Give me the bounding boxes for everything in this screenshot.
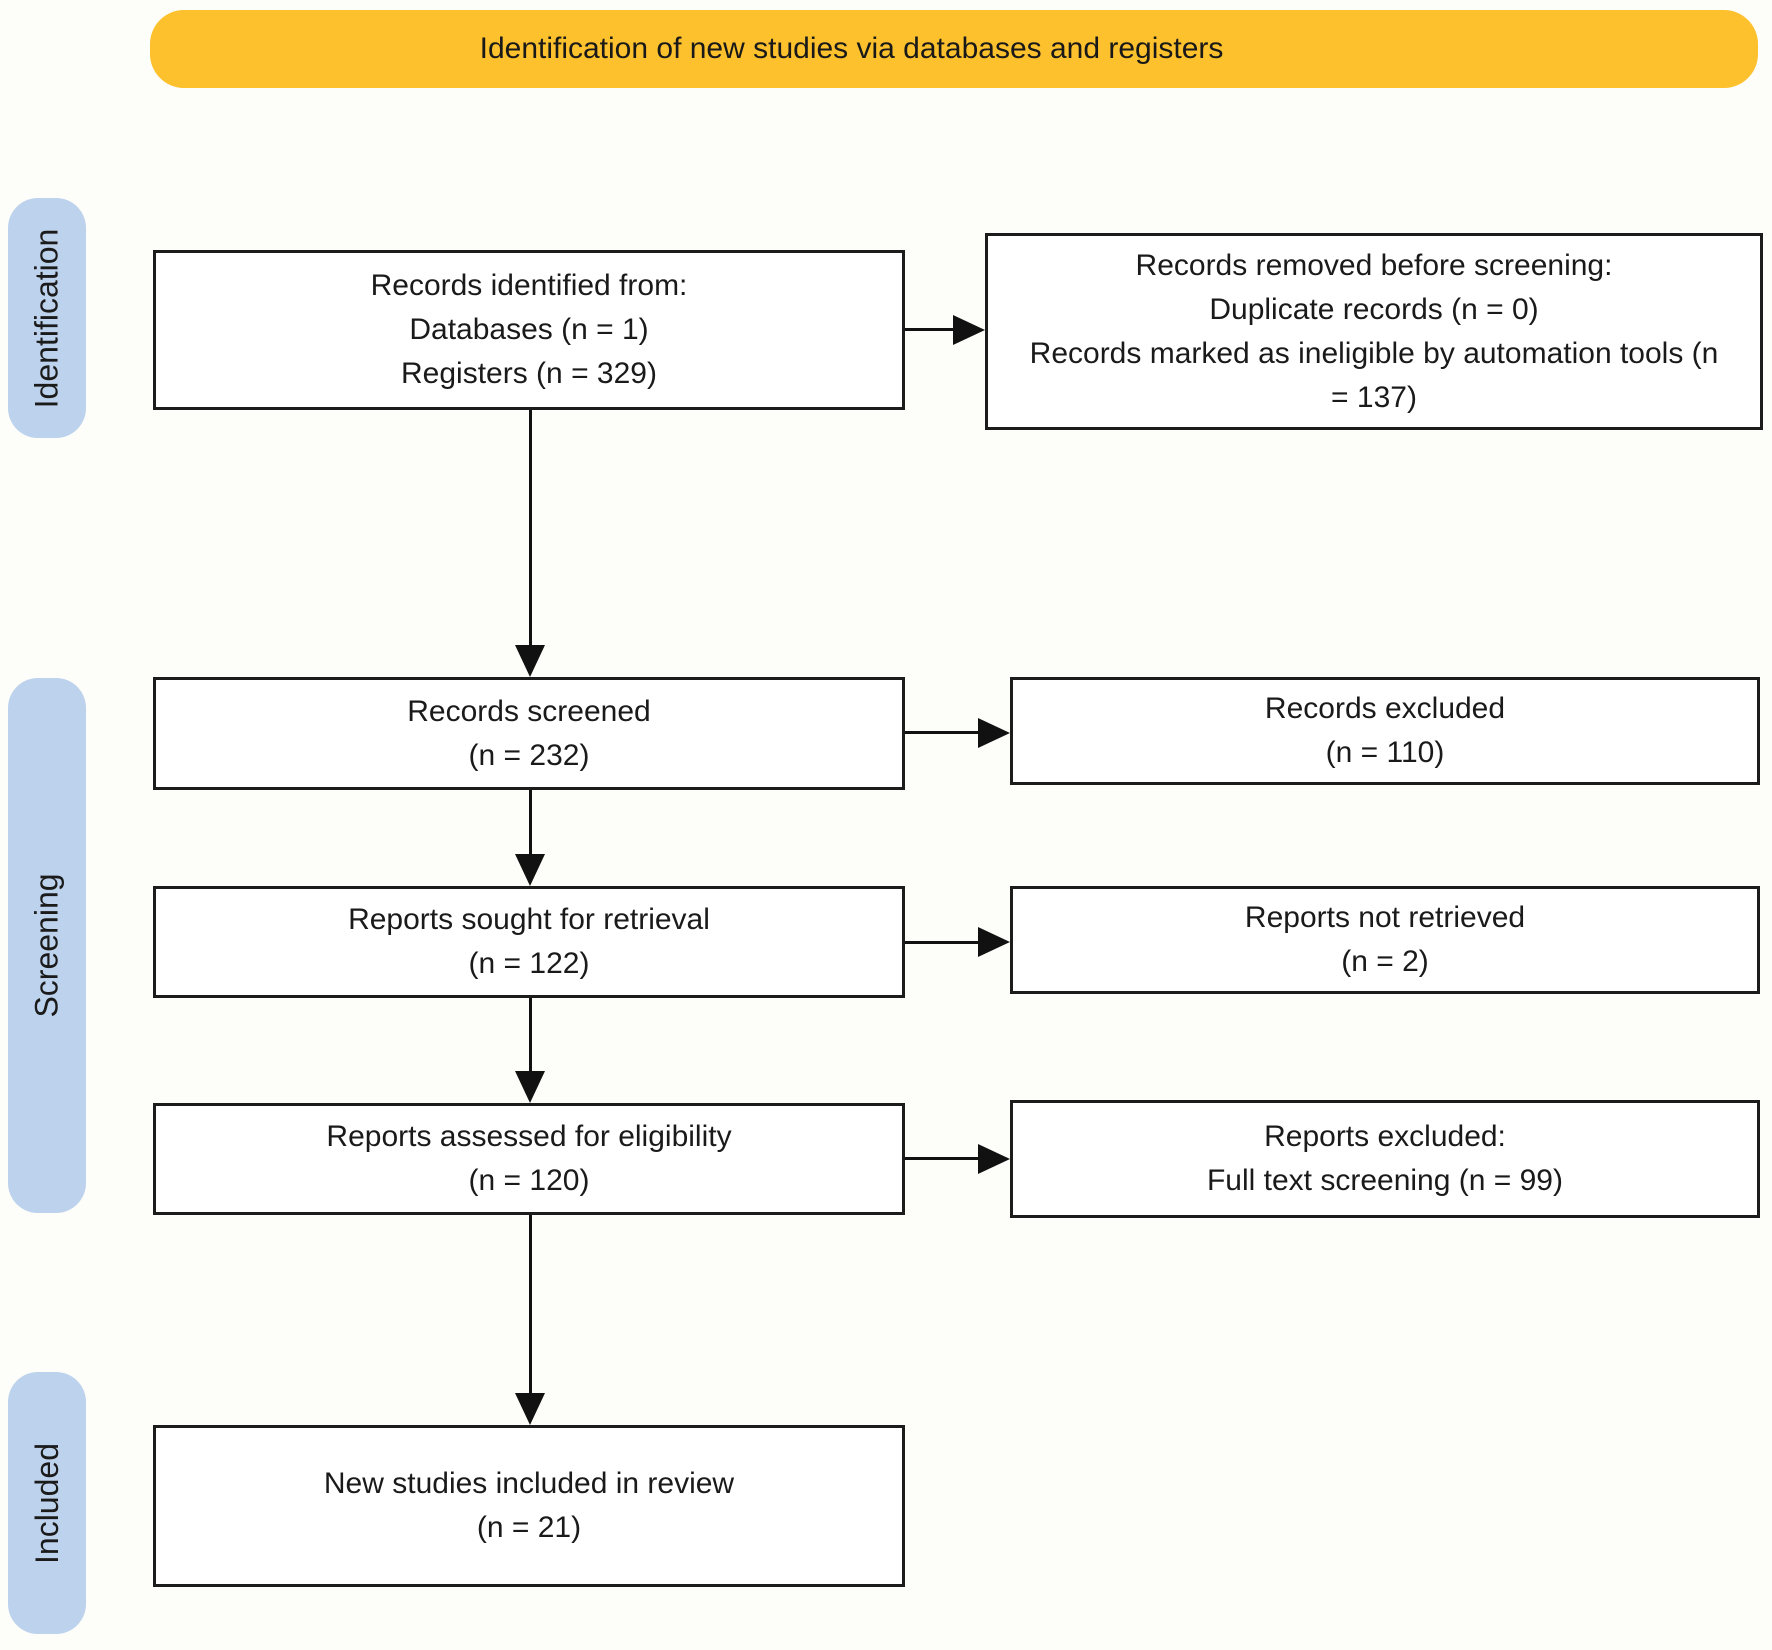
box-line: (n = 232) <box>468 738 590 772</box>
box-line: Databases (n = 1) <box>409 313 649 346</box>
box-records-screened: Records screened (n = 232) <box>153 677 905 790</box>
box-line: (n = 122) <box>468 947 590 980</box>
box-line: New studies included in review <box>323 1467 735 1500</box>
title-banner-text: Identification of new studies via databa… <box>479 32 1224 65</box>
arrowhead <box>515 1393 545 1425</box>
box-line: Reports sought for retrieval <box>348 903 710 936</box>
arrowhead <box>978 927 1010 957</box>
stage-identification-label: Identification <box>28 228 65 408</box>
box-line: Reports excluded: <box>1264 1120 1506 1153</box>
box-records-excluded: Records excluded (n = 110) <box>1010 677 1760 785</box>
arrow-line <box>529 790 532 856</box>
arrowhead <box>978 1144 1010 1174</box>
arrowhead <box>953 315 985 345</box>
stage-screening: Screening <box>8 678 86 1213</box>
arrowhead <box>515 854 545 886</box>
box-reports-assessed: Reports assessed for eligibility (n = 12… <box>153 1103 905 1215</box>
box-line: Records identified from: <box>370 269 688 302</box>
stage-included: Included <box>8 1372 86 1634</box>
arrow-line <box>529 998 532 1073</box>
box-line: Reports assessed for eligibility <box>326 1120 732 1153</box>
box-line: Records excluded <box>1264 692 1506 725</box>
arrow-line <box>905 731 980 734</box>
arrow-line <box>529 1215 532 1395</box>
box-reports-not-retrieved: Reports not retrieved (n = 2) <box>1010 886 1760 994</box>
arrow-line <box>905 1157 980 1160</box>
box-line: (n = 21) <box>476 1511 582 1544</box>
box-records-identified: Records identified from: Databases (n = … <box>153 250 905 410</box>
box-line: Duplicate records (n = 0) <box>1209 292 1539 326</box>
box-reports-sought: Reports sought for retrieval (n = 122) <box>153 886 905 998</box>
box-line: Records screened <box>407 694 651 728</box>
arrow-line <box>905 328 957 331</box>
box-records-removed: Records removed before screening: Duplic… <box>985 233 1763 430</box>
box-new-studies-included: New studies included in review (n = 21) <box>153 1425 905 1587</box>
box-line: Reports not retrieved <box>1244 901 1526 934</box>
arrowhead <box>978 718 1010 748</box>
stage-included-label: Included <box>28 1442 65 1564</box>
box-reports-excluded: Reports excluded: Full text screening (n… <box>1010 1100 1760 1218</box>
box-line: Full text screening (n = 99) <box>1206 1164 1563 1197</box>
arrowhead <box>515 645 545 677</box>
stage-screening-label: Screening <box>28 873 65 1018</box>
title-banner: Identification of new studies via databa… <box>150 10 1758 88</box>
arrow-line <box>529 410 532 648</box>
box-line: Records marked as ineligible by automati… <box>1029 336 1719 414</box>
box-line: (n = 110) <box>1325 736 1445 769</box>
box-line: (n = 120) <box>468 1164 590 1197</box>
arrowhead <box>515 1071 545 1103</box>
box-line: (n = 2) <box>1341 945 1429 978</box>
arrow-line <box>905 941 980 944</box>
stage-identification: Identification <box>8 198 86 438</box>
box-line: Records removed before screening: <box>1135 248 1613 282</box>
box-line: Registers (n = 329) <box>401 357 657 390</box>
